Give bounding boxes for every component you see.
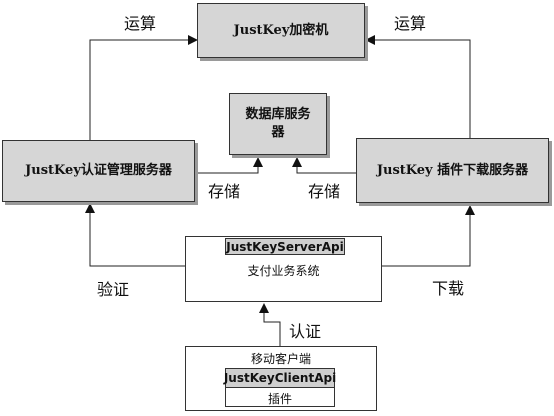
plugin-server-label: JustKey 插件下载服务器 <box>376 162 529 178</box>
arrow-payment-to-auth <box>85 203 185 267</box>
client-api-label: JustKeyClientApi <box>223 371 337 385</box>
mobile-client-label: 移动客户端 <box>250 352 311 366</box>
arrow-auth-to-encryptor <box>89 35 198 140</box>
db-server-node: 数据库服务器 <box>229 93 327 155</box>
encryptor-node: JustKey加密机 <box>197 3 365 58</box>
arrow-plugin-to-db <box>292 157 356 174</box>
plugin-block <box>225 387 335 407</box>
edge-label-download: 下载 <box>432 279 465 298</box>
arrow-auth-to-db <box>196 157 263 174</box>
edge-label-authenticate: 认证 <box>289 322 322 341</box>
edge-label-store-left: 存储 <box>208 182 241 201</box>
arrow-mobile-to-payment <box>259 303 281 346</box>
edge-label-compute-right: 运算 <box>394 14 427 33</box>
edge-label-verify: 验证 <box>97 280 130 299</box>
plugin-server-node: JustKey 插件下载服务器 <box>356 138 549 203</box>
edge-label-compute-left: 运算 <box>124 14 157 33</box>
auth-server-label: JustKey认证管理服务器 <box>25 163 172 179</box>
edge-label-store-right: 存储 <box>308 182 341 201</box>
arrow-payment-to-plugin <box>382 205 475 267</box>
server-api-label: JustKeyServerApi <box>226 239 344 254</box>
auth-server-node: JustKey认证管理服务器 <box>2 140 195 202</box>
plugin-label: 插件 <box>267 392 292 406</box>
payment-system-label: 支付业务系统 <box>247 264 320 278</box>
client-api-block: JustKeyClientApi <box>223 368 337 388</box>
arrow-plugin-to-encryptor <box>365 35 471 138</box>
db-server-label: 数据库服务器 <box>245 107 311 140</box>
server-api-block: JustKeyServerApi <box>225 238 345 255</box>
encryptor-label: JustKey加密机 <box>233 22 329 38</box>
